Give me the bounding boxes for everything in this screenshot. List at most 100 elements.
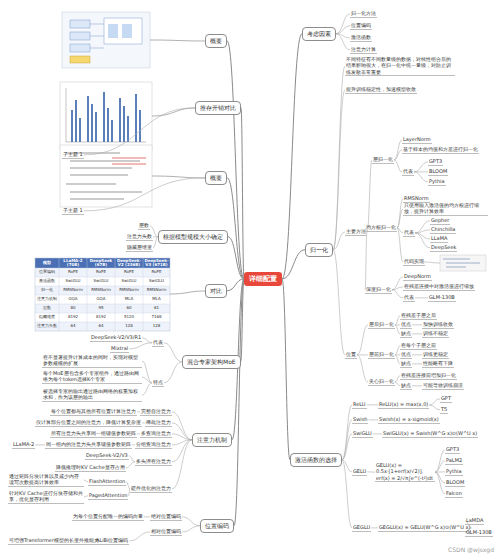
topic-label: 所有注意力头共享同一组键值参数矩阵 (51, 430, 136, 436)
table-cell: 95 (87, 304, 115, 313)
branch-line (435, 461, 445, 472)
topic-label: 归一化 (310, 246, 328, 254)
branch-line (172, 440, 192, 489)
topic-label: 为每个位置分配唯一的编码向量 (73, 513, 143, 519)
subtopic-text: Gopher (430, 217, 450, 225)
branch-line (435, 472, 445, 483)
branch-line (164, 343, 182, 362)
topic-label: 性能略有下降 (423, 360, 453, 366)
subtopic-text: GELU (352, 468, 367, 476)
table-cell: RoPE (59, 268, 87, 277)
topic-label: 代表 (404, 229, 414, 235)
subtopic-text: 缺点 (400, 330, 412, 338)
topic-label: 缺点 (401, 360, 411, 366)
branch-line (333, 232, 345, 250)
table-cell: 128 (143, 322, 170, 331)
subtopic-text: 特点 (152, 379, 164, 387)
topic-label: Falcon (446, 490, 462, 496)
topic-label: 在残差连接中对激活值进行缩放 (404, 283, 474, 289)
table-cell: RoPE (87, 268, 115, 277)
branch-line (392, 277, 403, 290)
branch-line (373, 433, 382, 434)
topic-label: 位置 (346, 351, 356, 357)
topic-label: SwiGLU (353, 430, 372, 436)
table-cell: 7168 (143, 313, 170, 322)
topic-label: 相对位置编码 (151, 528, 181, 534)
topic-label: 激活函数 (351, 34, 371, 40)
branch-line (227, 178, 244, 279)
branch-line (415, 221, 430, 233)
table-row-band (35, 304, 170, 313)
subtopic-text: 激活函数 (350, 34, 372, 42)
branch-line (336, 26, 350, 34)
topic-label: 在每个子层之前 (401, 342, 436, 348)
topic-label: GPT (441, 395, 451, 401)
topic-label: DeepSeek-V2/V3 (86, 452, 128, 458)
subtopic-text: 子主题 1 (62, 207, 84, 215)
subtopic-text: 绝对位置编码 (150, 513, 182, 521)
table-cell: RoPE (143, 268, 170, 277)
main-topic-box: 位置编码 (200, 519, 234, 533)
branch-line (126, 462, 135, 468)
table-cell: 80 (59, 304, 87, 313)
subtopic-text: 夹心归一化 (368, 378, 395, 386)
table-cell: SwiGLU (59, 277, 87, 286)
subtopic-text: 层前归一化 (368, 351, 395, 359)
topic-label: 位置编码 (205, 522, 229, 530)
topic-label: 层数 (139, 222, 149, 228)
subtopic-text: 通过矩阵分块计算以及减少内存读写次数提高计算效率 (8, 473, 84, 487)
table-cell: SwiGLU (87, 277, 115, 286)
topic-label: 绝对位置编码 (151, 513, 181, 519)
subtopic-text: 可能导致训练崩溃 (422, 382, 464, 390)
topic-label: LayerNorm (403, 136, 431, 142)
topic-label: 归一化方法 (351, 10, 376, 16)
subtopic-text: GEGLU(x) = GELU(W^G x)⊙(W^U x) (378, 524, 471, 532)
subtopic-text: 多头潜在注意力 (135, 458, 172, 466)
subtopic-text: Swish(x) = x·sigmoid(x) (378, 416, 440, 424)
table-row-band (35, 268, 170, 277)
topic-label: 位置编码 (351, 22, 371, 28)
formula-lines (66, 153, 142, 199)
table-cell: SwiGLU (115, 277, 143, 286)
main-topic-box: 对比 (205, 284, 227, 298)
topic-label: Pythia (429, 178, 445, 184)
diagram-thumbnail (62, 12, 150, 68)
topic-label: 混合专家架构MoE (187, 358, 236, 366)
topic-label: SwiGLU(x) = Swish(W^G x)⊙(W^U x) (383, 430, 477, 436)
topic-label: 注意力机制 (197, 436, 227, 444)
branch-line (84, 108, 195, 155)
topic-label: 主要方法 (346, 228, 366, 234)
subtopic-text: SwiGLU (352, 430, 373, 438)
subtopic-text: Pythia (445, 468, 463, 476)
branch-line (365, 232, 367, 290)
subtopic-text: 代表 (403, 294, 415, 302)
topic-label: 缺点 (401, 330, 411, 336)
topic-label: Gopher (431, 217, 449, 223)
subtopic-text: 性能略有下降 (422, 360, 454, 368)
subtopic-text: GPT3 (445, 446, 460, 454)
branch-line (84, 178, 205, 211)
subtopic-text: 分组查询注意力 (135, 441, 172, 449)
topic-label: 在残差连接前增加归一化 (401, 372, 456, 378)
topic-label: 层前归一化 (369, 351, 394, 357)
topic-label: GELU (353, 468, 366, 474)
subtopic-text: LLaMA (430, 235, 448, 243)
topic-label: 在残差子层之后 (401, 312, 436, 318)
table-cell: 5120 (115, 313, 143, 322)
table-rules (35, 258, 170, 331)
subtopic-text: 训练更稳定 (422, 351, 449, 359)
topic-label: 子主题 1 (63, 151, 83, 157)
topic-label: 通过矩阵分块计算以及减少内存读写次数提高计算效率 (9, 473, 83, 486)
subtopic-text: 基于样本的均值和方差进行归一化 (402, 146, 479, 154)
subtopic-text: LLaMA-2 (12, 441, 35, 449)
branch-line (228, 237, 244, 279)
branch-line (142, 377, 152, 383)
subtopic-text: DeepSeek (430, 244, 457, 252)
topic-label: BLOOM (429, 168, 447, 174)
subtopic-text: 代表 (403, 229, 415, 237)
topic-label: Pythia (446, 468, 462, 474)
topic-label: GEGLU (353, 524, 370, 530)
subtopic-text: 注意力头数 (126, 233, 153, 241)
table-cell: 位置编码 (35, 268, 59, 277)
branch-line (342, 460, 352, 528)
